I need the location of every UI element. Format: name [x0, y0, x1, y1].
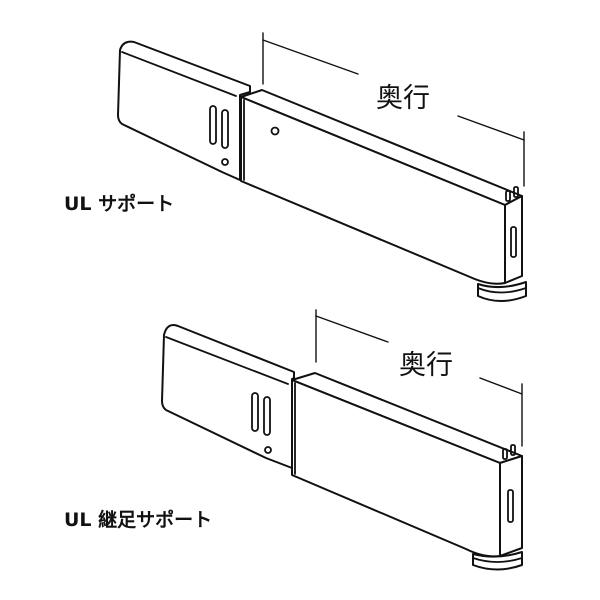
product-label-ul-support: UL サポート	[64, 193, 175, 215]
ul-support-illustration	[117, 32, 527, 302]
depth-dimension-label: 奥行	[399, 350, 453, 381]
ul-extension-support-illustration	[161, 309, 523, 571]
depth-dimension-label: 奥行	[376, 83, 430, 114]
product-label-ul-extension-support: UL 継足サポート	[64, 509, 213, 531]
